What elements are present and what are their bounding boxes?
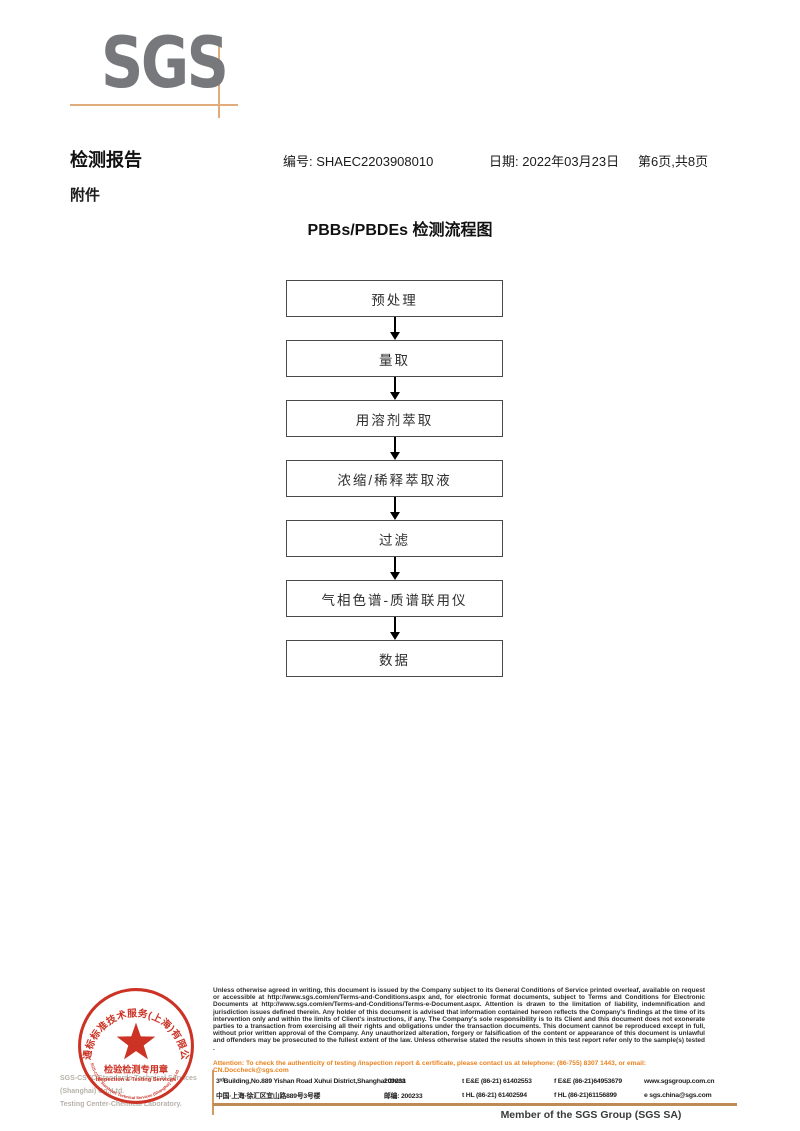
- arrow-head: [389, 452, 400, 460]
- page-indicator: 第6页,共8页: [638, 154, 709, 169]
- fax-cn: f HL (86-21)61156899: [554, 1091, 617, 1099]
- flow-step-filter: 过滤: [286, 520, 503, 557]
- arrow-head: [389, 392, 400, 400]
- address-en: 3ʳᵈBuilding,No.889 Yishan Road Xuhui Dis…: [216, 1077, 406, 1085]
- arrow-down-icon: [286, 377, 503, 400]
- arrow-head: [389, 572, 400, 580]
- inspection-stamp: 通标标准技术服务(上海)有限公司 SGS-CSTC Standards Tech…: [76, 986, 194, 1104]
- postcode-en: 200233: [384, 1077, 406, 1085]
- report-date-value: 2022年03月23日: [522, 154, 620, 169]
- fax-en: f E&E (86-21)64953679: [554, 1077, 622, 1085]
- arrow-shaft: [393, 317, 396, 332]
- flow-step-pretreatment: 预处理: [286, 280, 503, 317]
- stamp-star-icon: [116, 1022, 156, 1060]
- phone-en: t E&E (86-21) 61402553: [462, 1077, 532, 1085]
- postcode-cn: 邮编: 200233: [384, 1093, 423, 1100]
- lab-company-name-line1: SGS-CSTC Standards Technical Services (S…: [60, 1075, 197, 1095]
- arrow-down-icon: [286, 437, 503, 460]
- sgs-logo: SGS: [70, 28, 250, 122]
- website: www.sgsgroup.com.cn: [644, 1077, 715, 1085]
- flowchart: 预处理 量取 用溶剂萃取 浓缩/稀释萃取液 过滤 气相色谱-质谱联用仪 数据: [286, 280, 503, 677]
- arrow-shaft: [393, 437, 396, 452]
- stamp-purpose-text: 检验检测专用章: [104, 1063, 168, 1074]
- report-number: 编号: SHAEC2203908010: [283, 151, 433, 170]
- report-date: 日期: 2022年03月23日: [489, 151, 619, 170]
- arrow-shaft: [393, 377, 396, 392]
- flow-step-gcms: 气相色谱-质谱联用仪: [286, 580, 503, 617]
- address-left-tick: [212, 1070, 214, 1115]
- report-number-label: 编号:: [283, 154, 317, 169]
- arrow-shaft: [393, 617, 396, 632]
- report-number-value: SHAEC2203908010: [316, 154, 434, 169]
- address-row-cn: 中国·上海·徐汇区宜山路889号3号楼 邮编: 200233 t HL (86-…: [216, 1088, 716, 1102]
- sgs-logo-text: SGS: [101, 22, 229, 104]
- arrow-shaft: [393, 497, 396, 512]
- sgs-member-text: Member of the SGS Group (SGS SA): [500, 1109, 682, 1121]
- address-cn: 中国·上海·徐汇区宜山路889号3号楼: [216, 1093, 321, 1100]
- lab-company-name-line2: Testing Center-Chemical Laboratory.: [60, 1100, 182, 1108]
- address-row-en: 3ʳᵈBuilding,No.889 Yishan Road Xuhui Dis…: [216, 1074, 716, 1088]
- flow-step-concentrate-dilute: 浓缩/稀释萃取液: [286, 460, 503, 497]
- arrow-shaft: [393, 557, 396, 572]
- flow-step-solvent-extraction: 用溶剂萃取: [286, 400, 503, 437]
- legal-disclaimer: Unless otherwise agreed in writing, this…: [213, 987, 705, 1052]
- arrow-down-icon: [286, 497, 503, 520]
- report-date-label: 日期:: [489, 154, 523, 169]
- logo-vertical-line: [218, 37, 220, 118]
- logo-horizontal-line: [70, 104, 238, 106]
- arrow-down-icon: [286, 617, 503, 640]
- footer-divider-line: [213, 1103, 737, 1106]
- stamp-purpose-text-en: Inspection & Testing Services: [96, 1077, 177, 1083]
- diagram-title: PBBs/PBDEs 检测流程图: [307, 222, 493, 239]
- arrow-head: [389, 512, 400, 520]
- flow-step-data: 数据: [286, 640, 503, 677]
- phone-cn: t HL (86-21) 61402594: [462, 1091, 527, 1099]
- arrow-down-icon: [286, 557, 503, 580]
- stamp-ring: [78, 988, 194, 1104]
- lab-company-name: SGS-CSTC Standards Technical Services (S…: [60, 1073, 225, 1112]
- attachment-label: 附件: [70, 187, 101, 204]
- flow-step-measure: 量取: [286, 340, 503, 377]
- attention-notice: Attention: To check the authenticity of …: [213, 1060, 646, 1075]
- page-title: 检测报告: [70, 150, 142, 170]
- arrow-down-icon: [286, 317, 503, 340]
- email: e sgs.china@sgs.com: [644, 1091, 712, 1099]
- arrow-head: [389, 332, 400, 340]
- arrow-head: [389, 632, 400, 640]
- address-block: 3ʳᵈBuilding,No.889 Yishan Road Xuhui Dis…: [216, 1074, 716, 1102]
